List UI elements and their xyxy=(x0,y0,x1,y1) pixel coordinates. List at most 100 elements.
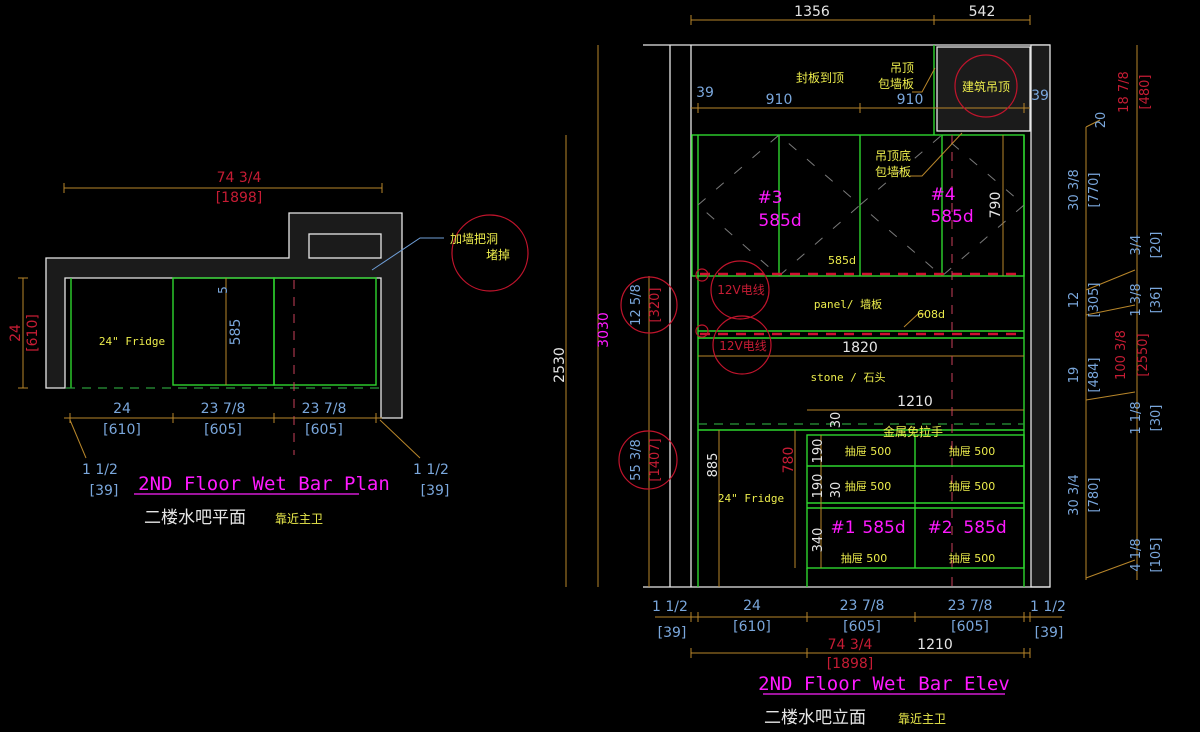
elev-note-label: 靠近主卫 xyxy=(898,712,946,726)
elev-r-panel-in-label: 12 xyxy=(1067,292,1082,309)
elev-drawers-0-label: 抽屉 500 xyxy=(845,444,892,458)
elev-right-leaders xyxy=(1085,119,1136,579)
elev-b1-in-label: 24 xyxy=(743,598,761,614)
elev-ceiling-circle-label: 建筑吊顶 xyxy=(962,79,1010,94)
elev-upper-h-label: 790 xyxy=(988,192,1004,219)
elev-drawers-5-label: 抽屉 500 xyxy=(949,551,996,565)
elev-r-total-mm-label: [2550] xyxy=(1136,333,1151,376)
elev-cab4-depth-label: 585d xyxy=(930,207,973,227)
plan-dim-ticks xyxy=(18,183,383,423)
elev-cab1-id-label: #1 xyxy=(830,518,855,538)
elevation-view xyxy=(565,15,1138,695)
elev-b-total-in-label: 74 3/4 xyxy=(828,637,873,653)
elev-r-total-in-label: 100 3/8 xyxy=(1114,330,1129,380)
elev-r-stone-in-label: 19 xyxy=(1067,367,1082,384)
elev-panel-label: panel/ 墙板 xyxy=(814,297,882,311)
elev-r-top-in-label: 18 7/8 xyxy=(1117,71,1132,113)
elev-b-total-mm-label: [1898] xyxy=(827,656,874,672)
elev-b3-mm-label: [605] xyxy=(951,619,989,635)
elev-gap-l-label: 39 xyxy=(696,85,714,101)
plan-seg2-mm-label: [605] xyxy=(204,422,242,438)
elev-d-h3-label: 340 xyxy=(811,528,826,553)
elev-wire-point-2 xyxy=(695,324,709,338)
elev-gap-r-label: 39 xyxy=(1031,88,1049,104)
plan-cab-depth-label: 585 xyxy=(228,319,244,346)
elev-h3030-label: 3030 xyxy=(596,312,612,348)
plan-seg3-in-label: 23 7/8 xyxy=(302,401,347,417)
plan-subtitle-label: 二楼水吧平面 xyxy=(144,508,246,528)
elev-left-c2-in-label: 55 3/8 xyxy=(629,439,644,481)
elev-drawers-4-label: 抽屉 500 xyxy=(841,551,888,565)
elev-drawers-1-label: 抽屉 500 xyxy=(949,444,996,458)
elev-b3-in-label: 23 7/8 xyxy=(948,598,993,614)
plan-seg1-mm-label: [610] xyxy=(103,422,141,438)
elev-counter-w-label: 1820 xyxy=(842,340,878,356)
elev-r-upper-mm-label: [770] xyxy=(1087,173,1102,208)
plan-right-gap-in-label: 1 1/2 xyxy=(413,462,449,478)
elev-b2-mm-label: [605] xyxy=(843,619,881,635)
elev-r-d-mm-label: [105] xyxy=(1149,538,1164,573)
elev-wire1-label: 12V电线 xyxy=(717,283,764,297)
plan-fridge-label: 24" Fridge xyxy=(99,335,165,348)
elev-d-h1-label: 190 xyxy=(811,439,826,464)
elev-note-ceil1-label: 吊顶 xyxy=(890,61,914,75)
plan-seg3-mm-label: [605] xyxy=(305,422,343,438)
plan-seg2-in-label: 23 7/8 xyxy=(201,401,246,417)
elev-r-d-in-label: 4 1/8 xyxy=(1129,538,1144,571)
elev-r-c-mm-label: [30] xyxy=(1149,405,1164,432)
elev-h780-label: 780 xyxy=(781,447,797,474)
elev-cab2-id-label: #2 xyxy=(927,518,952,538)
elev-door-w2-label: 910 xyxy=(897,92,924,108)
elev-r-a-mm-label: [20] xyxy=(1149,232,1164,259)
elev-door-swing-marks xyxy=(697,134,1025,277)
elev-bottom-ticks xyxy=(690,612,1031,658)
elev-left-c1-in-label: 12 5/8 xyxy=(629,284,644,326)
elev-left-circle-1 xyxy=(620,276,678,334)
elev-handle-label: 金属免拉手 xyxy=(883,424,943,439)
elev-b-r-in-label: 1 1/2 xyxy=(1030,599,1066,615)
elev-left-circle-2 xyxy=(618,430,678,490)
elev-gap30-label: 30 xyxy=(829,412,844,429)
elev-wire2-label: 12V电线 xyxy=(719,339,766,353)
elev-fridge-label: 24" Fridge xyxy=(718,492,784,505)
elev-note-soffit2-label: 包墙板 xyxy=(875,165,911,179)
elev-top-ticks xyxy=(690,15,1031,113)
elev-r-top-mm-label: [480] xyxy=(1138,75,1153,110)
elev-door-w1-label: 910 xyxy=(766,92,793,108)
elev-r-a-in-label: 3/4 xyxy=(1129,235,1144,256)
plan-seg1-in-label: 24 xyxy=(113,401,131,417)
elev-left-c2-mm-label: [1407] xyxy=(648,438,663,481)
elev-h2530-label: 2530 xyxy=(552,347,568,383)
elev-panel-d-label: 608d xyxy=(917,308,945,321)
plan-callout-line1-label: 加墙把洞 xyxy=(450,232,498,246)
elev-wire-circle-1 xyxy=(710,260,770,320)
elev-note-ceil2-label: 包墙板 xyxy=(878,77,914,91)
plan-left-gap-in-label: 1 1/2 xyxy=(82,462,118,478)
elev-w-left-label: 1356 xyxy=(794,4,830,20)
plan-left-gap-mm-label: [39] xyxy=(90,483,119,499)
elev-r-base-mm-label: [780] xyxy=(1087,478,1102,513)
elev-r-panel-mm-label: [305] xyxy=(1087,283,1102,318)
elev-drawers-2-label: 抽屉 500 xyxy=(845,479,892,493)
plan-callout-line2-label: 堵掉 xyxy=(486,248,510,262)
elev-b-l-mm-label: [39] xyxy=(658,625,687,641)
elev-cab2-depth-label: 585d xyxy=(963,518,1006,538)
elev-wire-point-1 xyxy=(695,268,709,282)
elev-upper-depth-label: 585d xyxy=(828,254,856,267)
plan-note-label: 靠近主卫 xyxy=(275,512,323,526)
plan-view xyxy=(18,183,529,495)
plan-depth-mm-label: [610] xyxy=(25,314,41,352)
plan-gap-top-label: 5 xyxy=(216,286,230,294)
elev-b2-in-label: 23 7/8 xyxy=(840,598,885,614)
elev-note-top-label: 封板到顶 xyxy=(796,71,844,85)
elev-drawer-dividers xyxy=(806,435,1024,587)
elev-drawer-w-label: 1210 xyxy=(897,394,933,410)
elev-wire-circle-2 xyxy=(712,315,772,375)
elev-cab3-depth-label: 585d xyxy=(758,211,801,231)
elev-b-l-in-label: 1 1/2 xyxy=(652,599,688,615)
elev-b-1210-label: 1210 xyxy=(917,637,953,653)
elev-left-c1-mm-label: [320] xyxy=(648,288,663,323)
elev-title-label: 2ND Floor Wet Bar Elev xyxy=(758,673,1010,695)
elev-ceiling-circle xyxy=(954,54,1018,118)
